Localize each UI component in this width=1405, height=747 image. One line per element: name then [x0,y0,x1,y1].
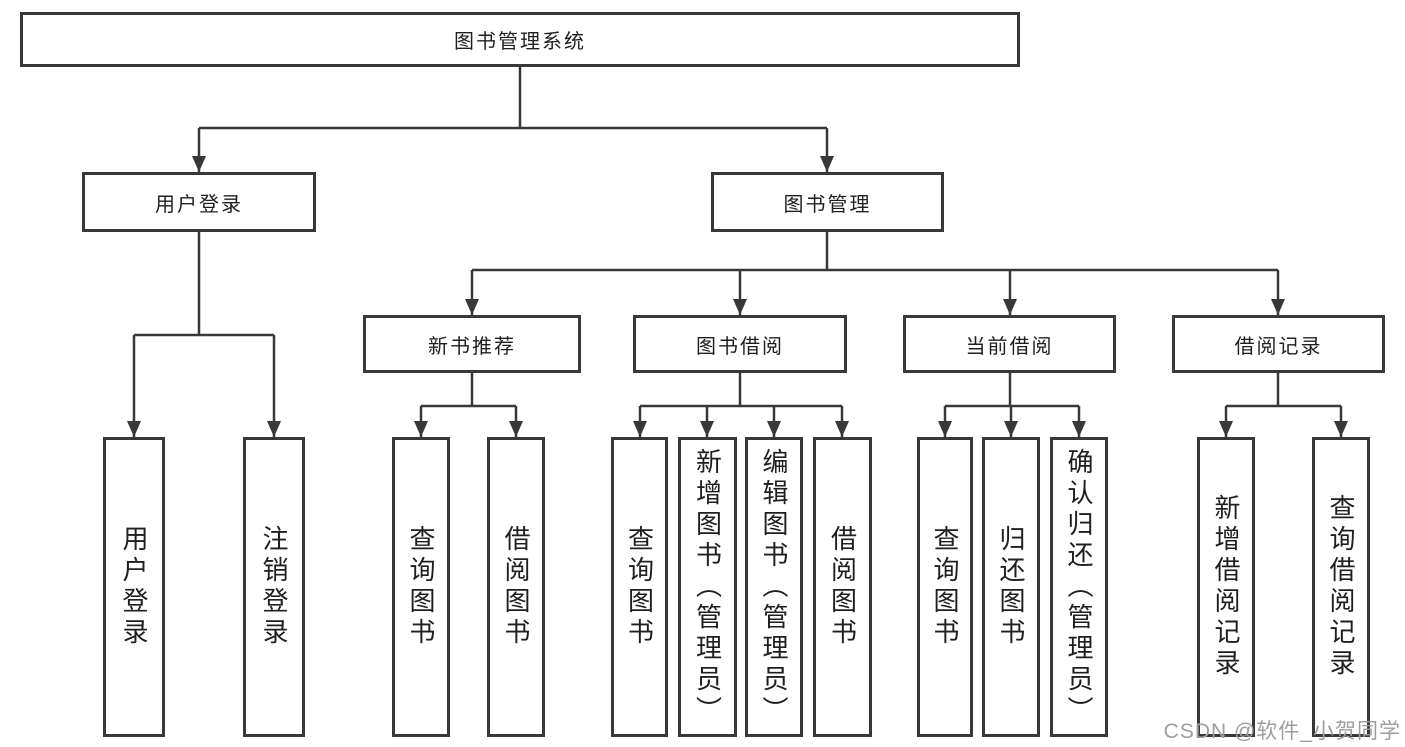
leaf-borrow-books-recommend: 借阅图书 [487,437,545,737]
node-label: 图书管理 [783,193,872,216]
node-label: 新书推荐 [428,335,516,358]
leaf-return-books: 归还图书 [982,437,1040,737]
leaf-query-borrow-record: 查询借阅记录 [1312,437,1370,737]
node-book-management: 图书管理 [711,172,944,232]
leaf-query-books-borrowing: 查询图书 [611,437,668,737]
csdn-watermark: CSDN @软件_小贺同学 [1163,720,1401,743]
node-book-borrowing: 图书借阅 [633,315,847,373]
leaf-label: 查询图书 [624,525,655,649]
node-label: 图书借阅 [696,335,784,358]
node-borrowing-records: 借阅记录 [1172,315,1385,373]
node-library-management-system: 图书管理系统 [20,12,1020,67]
leaf-label: 查询图书 [406,525,436,649]
leaf-label: 查询图书 [930,525,960,649]
leaf-edit-books-admin: 编辑图书（管理员） [745,437,803,737]
node-new-book-recommendation: 新书推荐 [363,315,581,373]
leaf-query-books-current: 查询图书 [917,437,973,737]
leaf-add-books-admin: 新增图书（管理员） [678,437,737,737]
node-label: 图书管理系统 [454,31,586,53]
node-label: 借阅记录 [1234,335,1323,358]
leaf-label: 用户登录 [119,525,149,649]
leaf-label: 确认归还（管理员） [1064,447,1094,727]
leaf-confirm-return-admin: 确认归还（管理员） [1050,437,1108,737]
leaf-label: 注销登录 [259,525,289,649]
leaf-label: 新增借阅记录 [1211,494,1241,680]
leaf-add-borrow-record: 新增借阅记录 [1197,437,1255,737]
leaf-label: 查询借阅记录 [1326,494,1356,680]
leaf-label: 新增图书（管理员） [692,447,723,727]
node-current-borrowing: 当前借阅 [903,315,1116,373]
leaf-label: 借阅图书 [501,525,531,649]
node-user-login: 用户登录 [82,172,316,232]
leaf-label: 编辑图书（管理员） [759,447,789,727]
leaf-user-login: 用户登录 [103,437,165,737]
node-label: 当前借阅 [965,335,1054,358]
leaf-query-books-recommend: 查询图书 [392,437,450,737]
node-label: 用户登录 [155,193,243,216]
leaf-borrow-books: 借阅图书 [813,437,872,737]
leaf-label: 归还图书 [996,525,1026,649]
leaf-logout: 注销登录 [243,437,305,737]
leaf-label: 借阅图书 [827,525,858,649]
